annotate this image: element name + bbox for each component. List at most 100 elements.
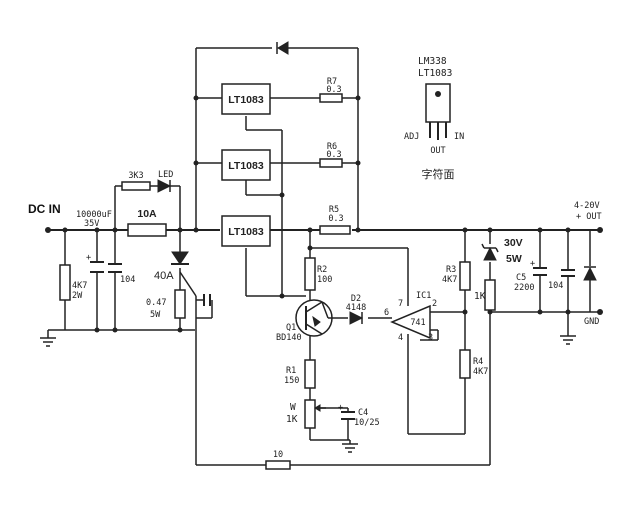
resistor-r5: R5 0.3 <box>319 205 351 235</box>
r7-name: R7 <box>327 77 337 87</box>
r7-value: 0.3 <box>326 85 341 95</box>
r4-value: 4K7 <box>473 367 488 377</box>
ic1-pin6: 6 <box>384 308 389 318</box>
ic1-pin3: 3 <box>428 333 433 343</box>
svg-text:+: + <box>338 403 343 413</box>
legend-face-caption: 字符面 <box>422 167 455 181</box>
c5-name: C5 <box>516 273 526 283</box>
q1-name: Q1 <box>286 323 296 333</box>
r-4k7-value: 4K7 <box>72 281 87 291</box>
d2-value: 4148 <box>346 303 366 313</box>
resistor-r1: R1 150 <box>284 359 316 389</box>
capacitor-scr-gate <box>203 294 211 306</box>
potentiometer-w: W 1K <box>286 399 326 429</box>
resistor-r4: R4 4K7 <box>459 349 488 379</box>
r-10-value: 10 <box>273 450 283 460</box>
resistor-r2: R2 100 <box>304 257 332 291</box>
r5-name: R5 <box>329 205 339 215</box>
scr-40a: 40A <box>154 251 189 282</box>
regulator-1-label: LT1083 <box>228 94 264 106</box>
r2-name: R2 <box>317 265 327 275</box>
ground-mid-icon <box>342 443 358 453</box>
r-1k-value: 1K <box>474 291 486 302</box>
zener-power: 5W <box>506 253 522 265</box>
resistor-4k7-2w: 4K7 2W <box>59 264 87 301</box>
r-3k3-value: 3K3 <box>128 171 143 181</box>
out-plus-label: + OUT <box>576 212 602 222</box>
ground-left-icon <box>40 329 65 347</box>
r1-name: R1 <box>286 366 296 376</box>
resistor-r7: R7 0.3 <box>319 77 343 103</box>
transistor-q1: Q1 BD140 <box>276 299 333 343</box>
r1-value: 150 <box>284 376 299 386</box>
resistor-1k-out: 1K <box>474 279 496 311</box>
led-label: LED <box>158 170 173 180</box>
r3-name: R3 <box>446 265 456 275</box>
zener-30v: 30V 5W <box>481 237 523 265</box>
pot-value: 1K <box>286 414 298 425</box>
top-diode <box>276 41 289 55</box>
junction-dots <box>45 95 603 333</box>
led: LED <box>157 170 173 193</box>
c4-name: C4 <box>358 408 368 418</box>
ground-right-icon <box>560 312 576 345</box>
capacitor-c5: + C5 2200 <box>514 259 547 293</box>
r5-value: 0.3 <box>328 214 343 224</box>
resistor-0.47-5w: 0.47 5W <box>146 289 186 320</box>
capacitor-104-out: 104 <box>548 269 575 291</box>
d2-name: D2 <box>351 294 361 304</box>
capacitor-10000uf: + 10000uF 35V <box>76 210 112 273</box>
pot-name: W <box>290 402 296 413</box>
diode-d2: D2 4148 <box>346 294 366 325</box>
legend-in: IN <box>454 132 464 142</box>
wires <box>48 47 600 466</box>
regulator-3: LT1083 <box>221 215 271 247</box>
r6-name: R6 <box>327 142 337 152</box>
ic1-pin7: 7 <box>398 299 403 309</box>
resistor-r3: R3 4K7 <box>442 261 471 291</box>
ic1-pin2: 2 <box>432 299 437 309</box>
r-4k7-rating: 2W <box>72 291 83 301</box>
legend-out: OUT <box>430 146 445 156</box>
dc-in-label: DC IN <box>28 202 61 216</box>
fuse-10a: 10A <box>127 208 167 237</box>
c-in-voltage: 35V <box>84 219 99 229</box>
opamp-ic1: 741 IC1 7 2 6 4 3 <box>384 291 437 343</box>
out-voltage-label: 4-20V <box>574 201 600 211</box>
resistor-r6: R6 0.3 <box>319 142 343 168</box>
q1-value: BD140 <box>276 333 302 343</box>
diode-output <box>583 266 597 281</box>
legend-lm338: LM338 <box>418 56 447 67</box>
r-047-value: 0.47 <box>146 298 166 308</box>
c4-value: 10/25 <box>354 418 380 428</box>
fuse-value: 10A <box>137 208 157 220</box>
mounting-hole-icon <box>435 91 441 97</box>
r4-name: R4 <box>473 357 483 367</box>
zener-voltage: 30V <box>504 237 523 249</box>
package-legend: LM338 LT1083 ADJ IN OUT 字符面 <box>404 56 464 181</box>
resistor-3k3: 3K3 <box>121 171 151 191</box>
c-104-out-value: 104 <box>548 281 563 291</box>
regulator-2-label: LT1083 <box>228 160 264 172</box>
r3-value: 4K7 <box>442 275 457 285</box>
resistor-10-bottom: 10 <box>265 450 291 470</box>
capacitor-104-in: 104 <box>108 263 135 285</box>
regulator-2: LT1083 <box>221 149 271 181</box>
gnd-label: GND <box>584 317 599 327</box>
regulator-1: LT1083 <box>221 83 271 115</box>
svg-text:+: + <box>530 259 535 269</box>
regulator-3-label: LT1083 <box>228 226 264 238</box>
ic1-name: IC1 <box>416 291 431 301</box>
c-in-value: 10000uF <box>76 210 112 220</box>
ic1-pin4: 4 <box>398 333 403 343</box>
r2-value: 100 <box>317 275 332 285</box>
scr-value: 40A <box>154 270 174 282</box>
r-047-rating: 5W <box>150 310 161 320</box>
c-104-in-value: 104 <box>120 275 135 285</box>
legend-lt1083: LT1083 <box>418 68 452 79</box>
r6-value: 0.3 <box>326 150 341 160</box>
svg-text:+: + <box>86 253 91 263</box>
ic1-value: 741 <box>410 318 425 328</box>
legend-adj: ADJ <box>404 132 419 142</box>
